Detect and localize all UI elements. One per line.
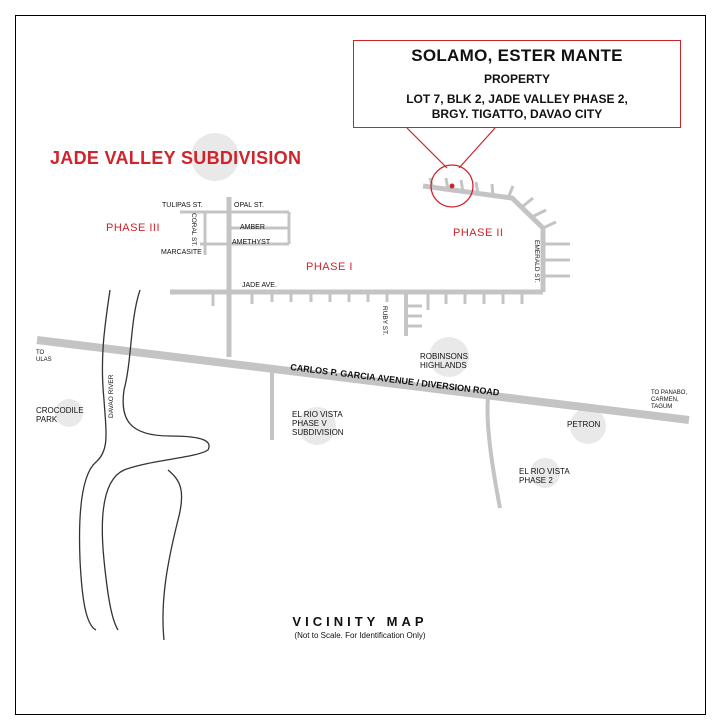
- property-circle: [430, 164, 474, 208]
- petron-marker: [570, 408, 606, 444]
- callout-leader-left: [406, 127, 448, 169]
- property-label: PROPERTY: [483, 72, 550, 86]
- owner-name: SOLAMO, ESTER MANTE: [411, 46, 623, 65]
- address-line-2: BRGY. TIGATTO, DAVAO CITY: [431, 107, 603, 121]
- subdivision-title: JADE VALLEY SUBDIVISION: [50, 148, 302, 168]
- opal-label: OPAL ST.: [234, 202, 264, 209]
- crocodile-marker: [55, 399, 83, 427]
- phase2-road: [422, 183, 546, 292]
- el-rio-2-marker: [530, 458, 560, 488]
- petron-label: PETRON: [567, 420, 601, 429]
- to-panabo-label: TO PANABO, CARMEN, TAGUM: [651, 390, 688, 410]
- amber-label: AMBER: [240, 224, 265, 231]
- phase3-label: PHASE III: [106, 222, 161, 234]
- map-title: VICINITY MAP: [292, 614, 428, 629]
- el-rio-5-marker: [298, 407, 336, 445]
- property-address: LOT 7, BLK 2, JADE VALLEY PHASE 2, BRGY.…: [354, 92, 680, 122]
- davao-river-label: DAVAO RIVER: [108, 374, 115, 418]
- address-line-1: LOT 7, BLK 2, JADE VALLEY PHASE 2,: [406, 92, 628, 106]
- marcasite-label: MARCASITE: [161, 249, 202, 256]
- el-rio-2-road: [485, 397, 502, 509]
- el-rio-5-label: EL RIO VISTA PHASE V SUBDIVISION: [292, 410, 344, 438]
- emerald-label: EMERALD ST.: [533, 240, 540, 283]
- davao-river-bank-right: [101, 289, 210, 631]
- coral-label: CORAL ST.: [190, 213, 197, 247]
- el-rio-2-label: EL RIO VISTA PHASE 2: [519, 467, 570, 486]
- property-callout: SOLAMO, ESTER MANTE PROPERTY LOT 7, BLK …: [353, 40, 681, 128]
- property-dot: [449, 183, 455, 189]
- map-subtitle: (Not to Scale. For Identification Only): [294, 631, 426, 640]
- subdivision-marker: [191, 133, 239, 181]
- to-ulas-label: TO ULAS: [36, 350, 52, 363]
- jade-ave-label: JADE AVE.: [242, 282, 277, 289]
- davao-river-bank-left: [78, 289, 111, 631]
- phase2-label: PHASE II: [453, 227, 504, 239]
- map-frame: [15, 15, 706, 715]
- cp-garcia-road: [36, 336, 690, 424]
- callout-leader-right: [458, 127, 496, 169]
- robinsons-marker: [429, 337, 469, 377]
- crocodile-label: CROCODILE PARK: [36, 406, 84, 425]
- ruby-label: RUBY ST.: [381, 306, 388, 335]
- tulipas-label: TULIPAS ST.: [162, 202, 203, 209]
- davao-river-branch: [162, 469, 183, 641]
- phase1-label: PHASE I: [306, 261, 353, 273]
- robinsons-label: ROBINSONS HIGHLANDS: [420, 352, 469, 371]
- amethyst-label: AMETHYST: [232, 239, 271, 246]
